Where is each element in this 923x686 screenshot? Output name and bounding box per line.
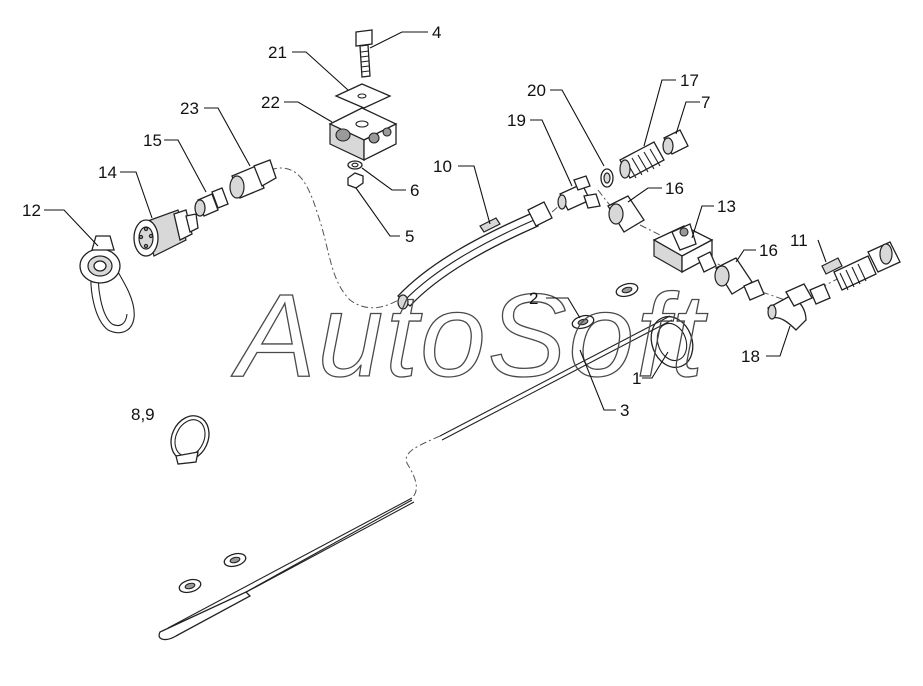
callout-label: 17: [680, 71, 699, 90]
callout-label: 8,9: [131, 405, 155, 424]
callout-label: 21: [268, 43, 287, 62]
bulkhead-label-tag: [821, 257, 843, 275]
callout-21: 21: [268, 43, 349, 91]
quick-coupler: [133, 209, 199, 257]
callout-22: 22: [261, 93, 333, 123]
routing-centerline-left: [269, 167, 403, 309]
callout-1: 1: [632, 351, 669, 388]
dust-cap-strap: [90, 261, 135, 334]
routing-centerline-right: [551, 189, 846, 301]
callout-2: 2: [529, 289, 581, 319]
control-cable: [158, 315, 673, 641]
callout-11: 11: [790, 231, 827, 263]
callout-label: 13: [717, 197, 736, 216]
callout-15: 15: [143, 131, 207, 193]
dust-cap: [79, 235, 121, 284]
callout-18: 18: [741, 325, 791, 366]
bolt: [355, 29, 373, 78]
bulkhead-fitting: [809, 241, 901, 305]
nut: [347, 172, 364, 189]
clamp-plate-hole: [357, 93, 367, 99]
compression-nut-lower: [714, 257, 765, 301]
callout-5: 5: [355, 187, 414, 246]
callout-label: 7: [701, 93, 710, 112]
tee-fitting: [557, 175, 601, 211]
elbow-fitting: [767, 283, 813, 331]
union-nut: [662, 129, 689, 155]
clamp-block: [328, 107, 398, 162]
callout-label: 12: [22, 201, 41, 220]
hose-label-tag: [479, 217, 501, 233]
callout-label: 11: [790, 231, 808, 250]
cable-clips: [178, 282, 639, 594]
hose: [397, 201, 553, 310]
callout-8-9: 8,9: [131, 405, 155, 424]
callout-14: 14: [98, 163, 153, 219]
callout-label: 3: [620, 401, 629, 420]
clamp-plate: [334, 83, 392, 109]
callout-3: 3: [579, 349, 629, 420]
callout-10: 10: [433, 157, 491, 225]
callout-6: 6: [361, 167, 419, 200]
callout-label: 4: [432, 23, 441, 42]
callout-label: 16: [759, 241, 778, 260]
threaded-fitting: [619, 141, 665, 179]
callout-label: 14: [98, 163, 117, 182]
callout-label: 23: [180, 99, 199, 118]
routing-centerline-wire: [405, 435, 441, 499]
callout-label: 15: [143, 131, 162, 150]
callout-label: 20: [527, 81, 546, 100]
callout-17: 17: [643, 71, 699, 147]
callout-label: 6: [410, 181, 419, 200]
hose-clamp: [170, 415, 210, 465]
callout-label: 1: [632, 369, 641, 388]
callout-label: 22: [261, 93, 280, 112]
callout-label: 19: [507, 111, 526, 130]
hose-end-fitting: [229, 159, 277, 199]
callout-label: 18: [741, 347, 760, 366]
callout-19: 19: [507, 111, 573, 187]
callout-12: 12: [22, 201, 99, 247]
callout-16-upper: 16: [627, 179, 684, 203]
callout-label: 5: [405, 227, 414, 246]
callout-23: 23: [180, 99, 251, 167]
callout-16-lower: 16: [735, 241, 778, 263]
shutoff-valve: [652, 223, 717, 274]
callout-label: 10: [433, 157, 452, 176]
sealing-washer-hole: [603, 172, 611, 184]
callout-4: 4: [369, 23, 441, 49]
callout-label: 2: [529, 289, 538, 308]
callout-20: 20: [527, 81, 605, 167]
compression-nut-upper: [607, 195, 645, 233]
callout-7: 7: [675, 93, 710, 135]
watermark: AutoSoft: [231, 270, 708, 402]
nipple-adaptor: [194, 187, 229, 217]
callout-label: 16: [665, 179, 684, 198]
callout-13: 13: [691, 197, 736, 239]
washer: [347, 160, 363, 170]
washer-hole: [351, 162, 359, 168]
cable-ring: [650, 315, 694, 369]
